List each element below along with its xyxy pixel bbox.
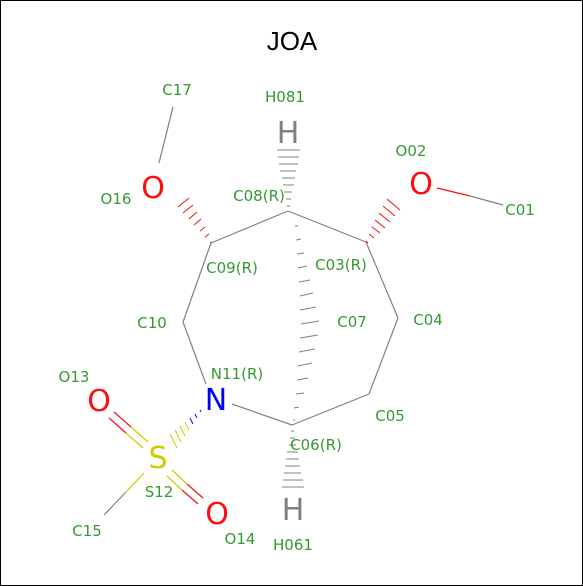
atom-o13-symbol: O (87, 384, 111, 419)
label-c04: C04 (413, 311, 443, 329)
label-c17: C17 (162, 81, 192, 99)
bond-s12-o13-b (125, 432, 144, 449)
atom-o02-symbol: O (409, 167, 433, 202)
label-c05: C05 (375, 407, 405, 425)
bond-c06-h061-hash (282, 430, 304, 488)
label-c10: C10 (137, 314, 167, 332)
bond-n11-c10 (182, 321, 207, 385)
label-c15: C15 (72, 522, 102, 540)
atom-o14-symbol: O (205, 497, 229, 532)
diagram-title: JOA (267, 26, 318, 56)
label-n11: N11(R) (211, 365, 263, 383)
bond-c08-h081-hash (277, 149, 300, 207)
bond-c09-o16-hash (177, 197, 213, 244)
bond-s12-o14-a (171, 469, 188, 485)
label-c06: C06(R) (290, 436, 342, 454)
bond-s12-c15-grey (103, 491, 127, 516)
label-c03: C03(R) (315, 256, 367, 274)
label-h081: H081 (265, 88, 305, 106)
atom-o16-symbol: O (141, 171, 165, 206)
bond-c09-c08 (210, 210, 289, 244)
bond-c08-c03 (287, 210, 367, 243)
atom-h061-symbol: H (282, 493, 305, 528)
label-h061: H061 (273, 536, 313, 554)
label-c09: C09(R) (206, 259, 258, 277)
bond-o02-c01-red (436, 187, 471, 197)
label-c08: C08(R) (233, 187, 285, 205)
bond-s12-o14-b-red (181, 489, 199, 505)
bond-c03-c04 (365, 241, 399, 319)
label-o13: O13 (59, 368, 90, 386)
bond-c05-c06 (291, 393, 370, 426)
bond-c17-o16 (158, 106, 174, 164)
atom-s12-symbol: S (148, 441, 167, 476)
bond-c04-c05 (368, 317, 399, 395)
atom-h081-symbol: H (277, 116, 300, 151)
label-s12: S12 (145, 483, 174, 501)
bond-c10-c09 (182, 242, 212, 323)
bond-c06-n11 (231, 403, 293, 426)
bond-s12-o13-b-red (108, 417, 127, 434)
bond-s12-o13-a (130, 426, 149, 443)
bond-s12-o14-b (166, 475, 183, 491)
bond-c03-o02-hash (365, 198, 401, 244)
bond-c08-c06-bridge-hash (293, 225, 320, 421)
label-o14: O14 (225, 530, 256, 548)
atom-labels: C17 H081 O02 O16 C08(R) C01 C09(R) C03(R… (59, 81, 535, 554)
bond-s12-o13-a-red (113, 411, 132, 428)
bond-n11-s12-hash (169, 409, 202, 449)
label-c01: C01 (505, 201, 535, 219)
bond-s12-o14-a-red (186, 483, 204, 499)
bond-o02-c01-grey (469, 195, 504, 206)
label-o16: O16 (101, 190, 132, 208)
bond-s12-c15-yellow (125, 472, 145, 493)
bonds (103, 106, 504, 516)
atom-n11-symbol: N (205, 383, 227, 418)
label-c07: C07 (337, 313, 367, 331)
element-symbols: O O H N S O O H (87, 116, 433, 532)
label-o02: O02 (396, 142, 427, 160)
